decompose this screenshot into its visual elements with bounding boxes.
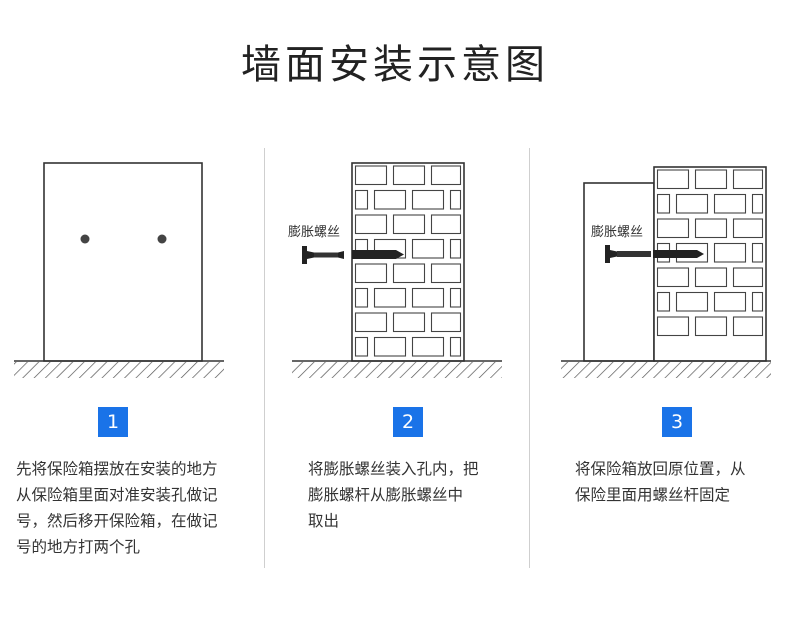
brick xyxy=(430,214,462,235)
brick xyxy=(656,169,690,190)
brick xyxy=(354,214,388,235)
brick xyxy=(354,336,369,357)
brick xyxy=(675,291,709,312)
brick xyxy=(751,242,764,263)
brick xyxy=(751,291,764,312)
step-2-description: 将膨胀螺丝装入孔内，把 膨胀螺杆从膨胀螺丝中 取出 xyxy=(308,456,479,534)
desc-line: 将膨胀螺丝装入孔内，把 xyxy=(308,460,479,478)
brick xyxy=(694,267,728,288)
brick-wall xyxy=(351,162,465,362)
brick xyxy=(411,238,445,259)
divider-1 xyxy=(264,148,265,568)
brick xyxy=(373,336,407,357)
step-3-badge: 3 xyxy=(662,407,692,437)
screw-label: 膨胀螺丝 xyxy=(288,225,340,240)
brick xyxy=(354,165,388,186)
brick xyxy=(732,267,764,288)
screw-label: 膨胀螺丝 xyxy=(591,225,643,240)
step-1-description: 先将保险箱摆放在安装的地方 从保险箱里面对准安装孔做记 号，然后移开保险箱，在做… xyxy=(16,456,218,560)
desc-line: 保险里面用螺丝杆固定 xyxy=(575,486,731,504)
safe-outline xyxy=(583,182,655,362)
brick xyxy=(751,193,764,214)
desc-line: 先将保险箱摆放在安装的地方 xyxy=(16,460,218,478)
step-3-description: 将保险箱放回原位置，从 保险里面用螺丝杆固定 xyxy=(575,456,746,508)
brick xyxy=(694,316,728,337)
expansion-screw-icon xyxy=(302,246,344,264)
brick xyxy=(732,218,764,239)
brick xyxy=(392,214,426,235)
desc-line: 号的地方打两个孔 xyxy=(16,538,141,556)
desc-line: 取出 xyxy=(308,512,340,530)
brick xyxy=(392,165,426,186)
brick xyxy=(411,336,445,357)
brick xyxy=(411,287,445,308)
brick xyxy=(656,267,690,288)
brick xyxy=(449,336,462,357)
brick xyxy=(656,291,671,312)
brick xyxy=(373,287,407,308)
brick-wall xyxy=(653,166,767,362)
step-1-badge: 1 xyxy=(98,407,128,437)
brick xyxy=(373,189,407,210)
page-title: 墙面安装示意图 xyxy=(241,42,549,88)
brick xyxy=(656,193,671,214)
brick xyxy=(354,189,369,210)
ground-hatch xyxy=(561,362,771,378)
hole-mark-left xyxy=(80,234,90,244)
brick xyxy=(656,218,690,239)
safe-outline xyxy=(43,162,203,362)
fixing-screw-icon xyxy=(605,245,704,263)
brick xyxy=(713,291,747,312)
desc-line: 膨胀螺杆从膨胀螺丝中 xyxy=(308,486,464,504)
step-1-illustration xyxy=(14,162,224,378)
brick xyxy=(430,165,462,186)
brick xyxy=(449,189,462,210)
brick xyxy=(354,287,369,308)
step-3-illustration: 膨胀螺丝 xyxy=(561,166,771,378)
step-2-illustration: 膨胀螺丝 xyxy=(288,162,502,378)
desc-line: 从保险箱里面对准安装孔做记 xyxy=(16,486,218,504)
brick xyxy=(411,189,445,210)
brick xyxy=(430,312,462,333)
brick xyxy=(694,169,728,190)
expansion-anchor-icon xyxy=(352,250,404,259)
step-2-badge: 2 xyxy=(393,407,423,437)
brick xyxy=(694,218,728,239)
brick xyxy=(732,169,764,190)
brick xyxy=(392,312,426,333)
brick xyxy=(449,238,462,259)
desc-line: 号，然后移开保险箱，在做记 xyxy=(16,512,218,530)
brick xyxy=(449,287,462,308)
brick xyxy=(675,193,709,214)
hole-mark-right xyxy=(157,234,167,244)
brick xyxy=(713,193,747,214)
divider-2 xyxy=(529,148,530,568)
ground-hatch xyxy=(14,362,224,378)
brick xyxy=(656,316,690,337)
brick xyxy=(354,263,388,284)
ground-hatch xyxy=(292,362,502,378)
brick xyxy=(713,242,747,263)
brick xyxy=(732,316,764,337)
desc-line: 将保险箱放回原位置，从 xyxy=(575,460,746,478)
brick xyxy=(354,312,388,333)
brick xyxy=(392,263,426,284)
brick xyxy=(430,263,462,284)
